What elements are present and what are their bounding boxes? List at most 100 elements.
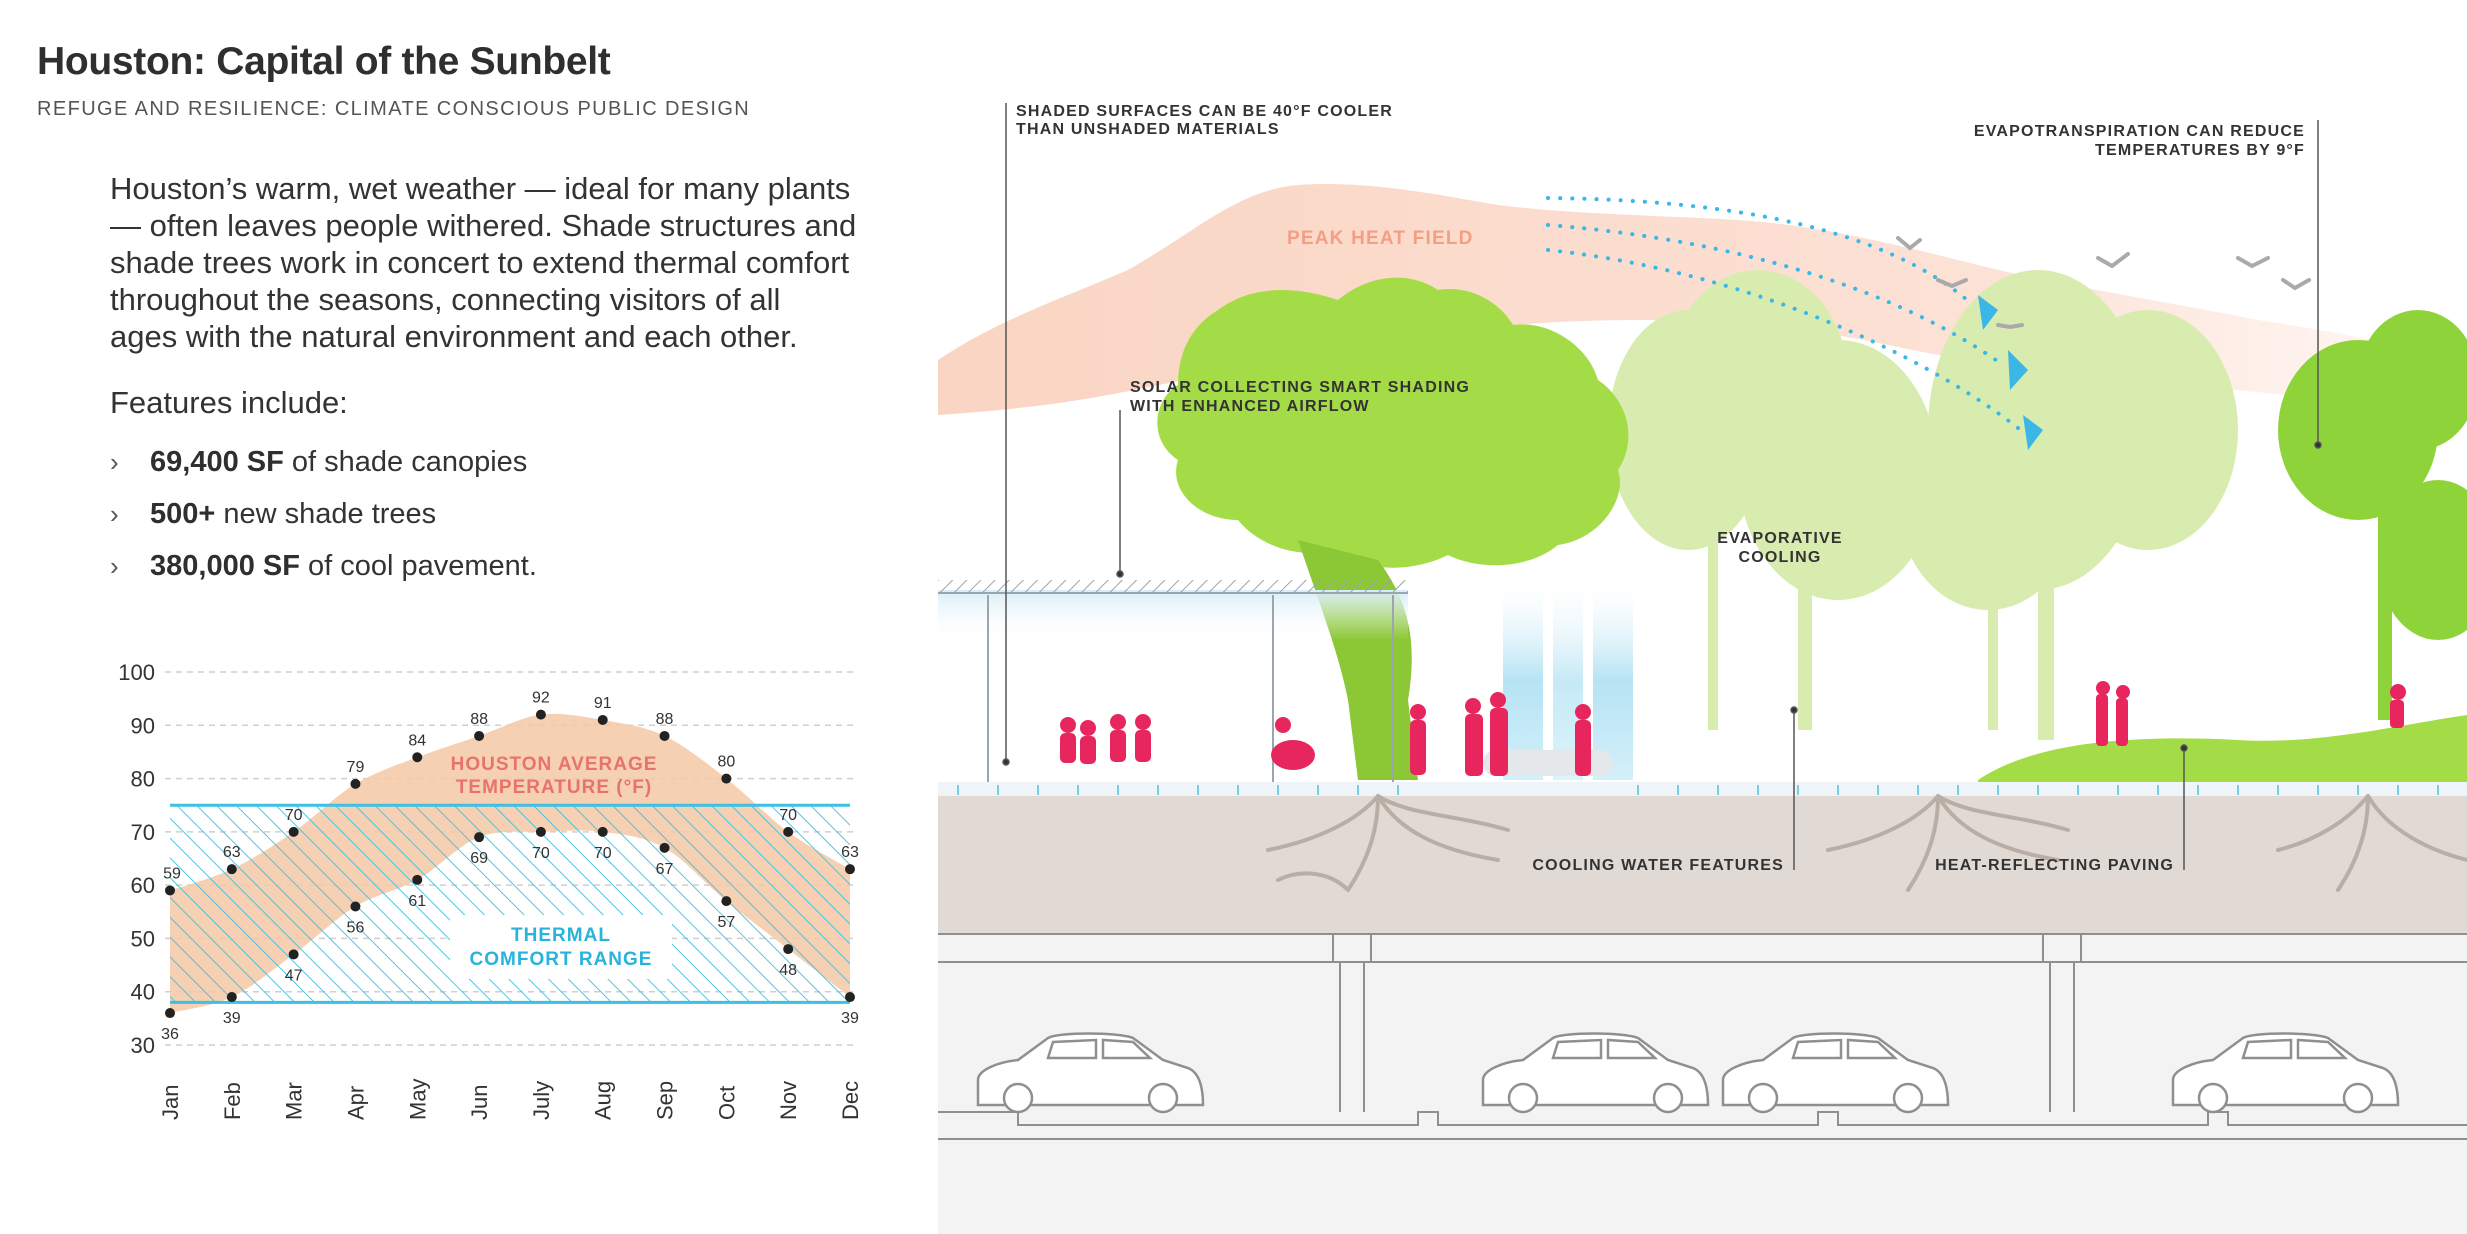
high-data-label: 79	[347, 759, 365, 776]
low-data-label: 70	[594, 845, 612, 862]
tree-right	[2278, 310, 2467, 720]
annotation-peak-heat: PEAK HEAT FIELD	[1287, 228, 1474, 249]
evaporative-mist	[1503, 580, 1633, 780]
high-data-label: 80	[717, 754, 735, 771]
feature-text: of cool pavement.	[299, 550, 537, 582]
airflow-dots	[1546, 196, 2020, 430]
low-point	[474, 832, 485, 843]
high-point	[288, 826, 299, 837]
feature-value: 69,400 SF	[150, 446, 284, 478]
low-point	[226, 992, 237, 1003]
x-tick-label: July	[529, 1081, 554, 1120]
y-tick-label: 70	[131, 820, 155, 845]
paving-surface	[938, 782, 2467, 796]
page-subtitle: REFUGE AND RESILIENCE: CLIMATE CONSCIOUS…	[37, 98, 751, 120]
high-point	[350, 778, 361, 789]
feature-value: 500+	[150, 498, 216, 530]
low-data-label: 57	[717, 914, 735, 931]
high-point	[165, 885, 175, 896]
low-point	[783, 944, 794, 955]
car	[2171, 1032, 2400, 1114]
intro-line: ages with the natural environment and ea…	[110, 319, 798, 354]
high-data-label: 63	[841, 844, 859, 861]
band-label: HOUSTON AVERAGE	[451, 754, 658, 775]
annotation-evaporative-line2: COOLING	[1738, 549, 1821, 566]
low-point	[350, 901, 361, 912]
annotation-solar-line1: SOLAR COLLECTING SMART SHADING	[1130, 379, 1470, 396]
high-point	[474, 730, 485, 741]
low-data-label: 47	[285, 967, 303, 984]
y-tick-label: 80	[131, 767, 155, 792]
low-point	[659, 842, 670, 853]
birds	[1896, 236, 2311, 330]
low-data-label: 56	[347, 919, 365, 936]
tree-roots	[1266, 794, 2467, 892]
intro-line: throughout the seasons, connecting visit…	[110, 282, 781, 317]
feature-text: new shade trees	[215, 498, 437, 530]
annotation-shaded-line2: THAN UNSHADED MATERIALS	[1016, 121, 1280, 138]
car	[1721, 1032, 1950, 1114]
x-tick-label: Feb	[220, 1082, 245, 1120]
high-point	[783, 826, 794, 837]
grass-mound	[1978, 715, 2467, 785]
smart-shading-canopy	[938, 580, 1408, 785]
high-data-label: 63	[223, 844, 241, 861]
car	[1481, 1032, 1710, 1114]
x-tick-label: Mar	[282, 1082, 307, 1120]
temperature-band	[170, 713, 850, 1014]
feature-text: of shade canopies	[283, 446, 528, 478]
low-data-label: 48	[779, 962, 797, 979]
chevron-right-icon: ›	[110, 447, 119, 477]
comfort-label: THERMAL	[511, 925, 611, 946]
x-tick-label: Jun	[467, 1085, 492, 1120]
feature-item: ›500+ new shade trees	[110, 498, 436, 531]
band-label: TEMPERATURE (°F)	[456, 777, 652, 798]
high-data-label: 84	[408, 732, 426, 749]
x-tick-label: Oct	[714, 1086, 739, 1120]
low-point	[412, 874, 423, 885]
airflow-arrows	[1978, 295, 2043, 450]
x-tick-label: Sep	[653, 1081, 678, 1120]
low-point	[535, 826, 546, 837]
annotation-evapotranspiration-line1: EVAPOTRANSPIRATION CAN REDUCE	[1974, 123, 2305, 140]
comfort-label-box	[450, 915, 672, 979]
annotation-solar-line2: WITH ENHANCED AIRFLOW	[1130, 398, 1370, 415]
background-trees	[1608, 270, 2238, 740]
low-point	[845, 992, 855, 1003]
y-tick-label: 100	[118, 660, 155, 685]
annotation-shaded-line1: SHADED SURFACES CAN BE 40°F COOLER	[1016, 103, 1393, 120]
x-tick-label: Nov	[776, 1081, 801, 1120]
y-tick-label: 40	[131, 980, 155, 1005]
low-point	[597, 826, 608, 837]
high-point	[226, 864, 237, 875]
high-data-label: 70	[285, 807, 303, 824]
low-point	[721, 896, 732, 907]
high-data-label: 91	[594, 695, 612, 712]
low-data-label: 67	[656, 861, 674, 878]
high-data-label: 59	[163, 865, 181, 882]
intro-paragraph: Houston’s warm, wet weather — ideal for …	[110, 170, 900, 355]
chevron-right-icon: ›	[110, 551, 119, 581]
intro-line: shade trees work in concert to extend th…	[110, 245, 850, 280]
y-tick-label: 90	[131, 713, 155, 738]
x-tick-label: Dec	[838, 1081, 863, 1120]
intro-line: Houston’s warm, wet weather — ideal for …	[110, 171, 851, 206]
low-data-label: 36	[161, 1026, 179, 1043]
high-point	[659, 730, 670, 741]
high-point	[535, 709, 546, 720]
page-title: Houston: Capital of the Sunbelt	[37, 40, 611, 83]
paving-ticks	[957, 785, 2439, 795]
y-tick-label: 50	[131, 926, 155, 951]
x-tick-label: Jan	[158, 1085, 183, 1120]
high-point	[721, 773, 732, 784]
car	[976, 1032, 1205, 1114]
soil-layer	[938, 796, 2467, 934]
low-data-label: 69	[470, 850, 488, 867]
low-point	[165, 1008, 175, 1019]
feature-value: 380,000 SF	[150, 550, 300, 582]
low-point	[288, 949, 299, 960]
y-tick-label: 60	[131, 873, 155, 898]
high-point	[412, 752, 423, 763]
feature-item: › 380,000 SF of cool pavement.	[110, 550, 537, 583]
